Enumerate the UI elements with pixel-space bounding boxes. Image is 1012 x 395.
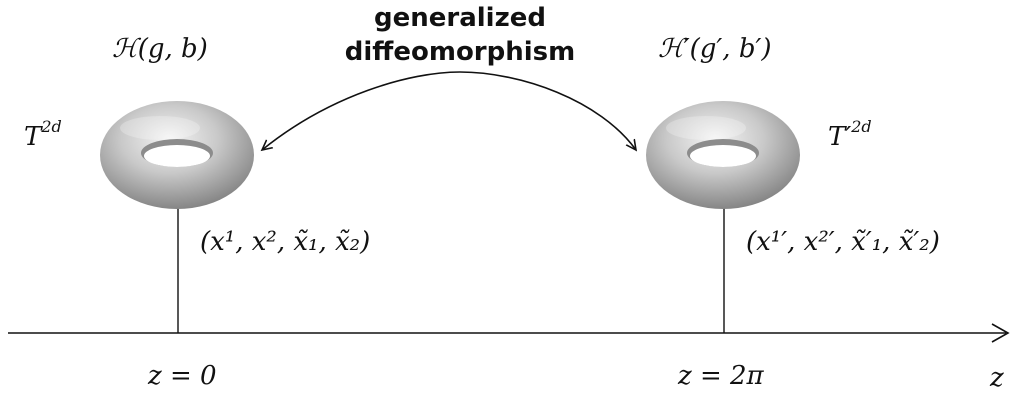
right-torus-label-base: T′	[828, 122, 851, 152]
left-torus-label: T2d	[24, 117, 62, 152]
arrow-caption-line2: diffeomorphism	[345, 37, 575, 67]
diffeomorphism-arrow	[262, 71, 636, 150]
right-coordinates: (x¹′, x²′, x̃′₁, x̃′₂)	[746, 227, 940, 257]
right-torus-label-sup: 2d	[850, 117, 871, 136]
left-space-label: ℋ(g, b)	[112, 34, 208, 64]
left-torus	[100, 101, 254, 209]
right-space-label: ℋ′(g′, b′)	[658, 34, 772, 64]
right-torus-label: T′2d	[828, 117, 872, 152]
left-torus-label-base: T	[24, 122, 43, 152]
z-axis-arrowhead	[991, 323, 1010, 343]
arrow-caption-line1: generalized	[374, 3, 546, 33]
left-coordinates: (x¹, x², x̃₁, x̃₂)	[200, 227, 370, 257]
left-z-label: z = 0	[147, 361, 217, 391]
z-axis-label: z	[989, 363, 1004, 393]
right-z-label: z = 2π	[677, 361, 765, 391]
right-torus	[646, 101, 800, 209]
left-torus-label-sup: 2d	[40, 117, 61, 136]
